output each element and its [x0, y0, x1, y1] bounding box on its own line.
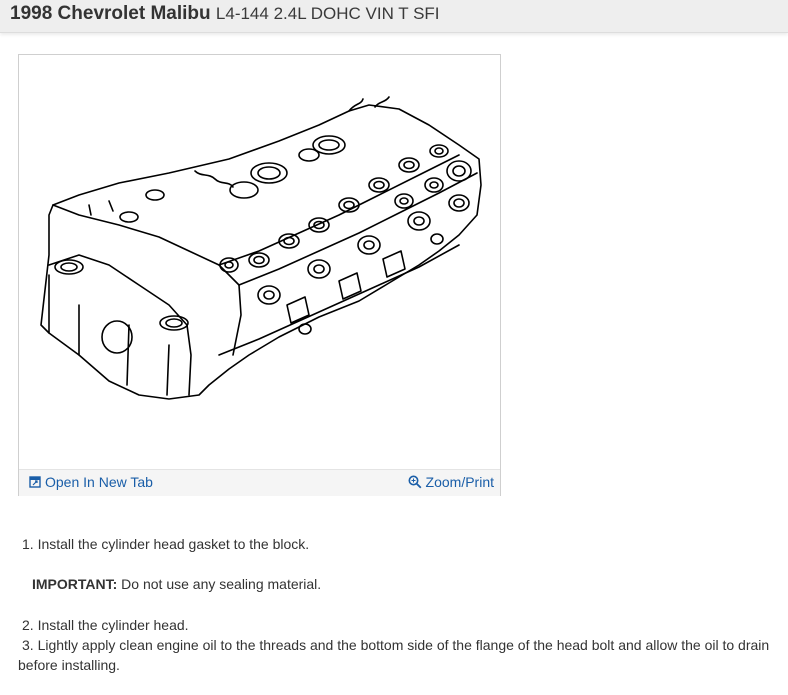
magnifier-icon [408, 475, 421, 489]
figure-container: Open In New Tab Zoom/Print [18, 54, 501, 496]
open-in-new-tab-icon [29, 476, 41, 488]
step-1: 1. Install the cylinder head gasket to t… [22, 536, 310, 552]
open-in-new-tab-label: Open In New Tab [45, 474, 153, 490]
vehicle-name: 1998 Chevrolet Malibu [10, 3, 211, 24]
page-header: 1998 Chevrolet Malibu L4-144 2.4L DOHC V… [0, 0, 788, 33]
step-3-line-2: before installing. [18, 657, 120, 673]
figure-toolbar: Open In New Tab Zoom/Print [19, 469, 500, 496]
zoom-print-link[interactable]: Zoom/Print [408, 474, 494, 490]
important-text: Do not use any sealing material. [117, 576, 322, 592]
important-note: IMPORTANT: Do not use any sealing materi… [32, 575, 321, 593]
page-title: 1998 Chevrolet Malibu L4-144 2.4L DOHC V… [10, 3, 440, 25]
step-2: 2. Install the cylinder head. [22, 617, 189, 633]
cylinder-head-diagram [40, 96, 482, 400]
important-label: IMPORTANT: [32, 576, 118, 592]
open-in-new-tab-link[interactable]: Open In New Tab [29, 474, 153, 490]
engine-spec: L4-144 2.4L DOHC VIN T SFI [215, 4, 440, 23]
step-3-line-1: 3. Lightly apply clean engine oil to the… [22, 637, 770, 653]
zoom-print-label: Zoom/Print [425, 474, 494, 490]
